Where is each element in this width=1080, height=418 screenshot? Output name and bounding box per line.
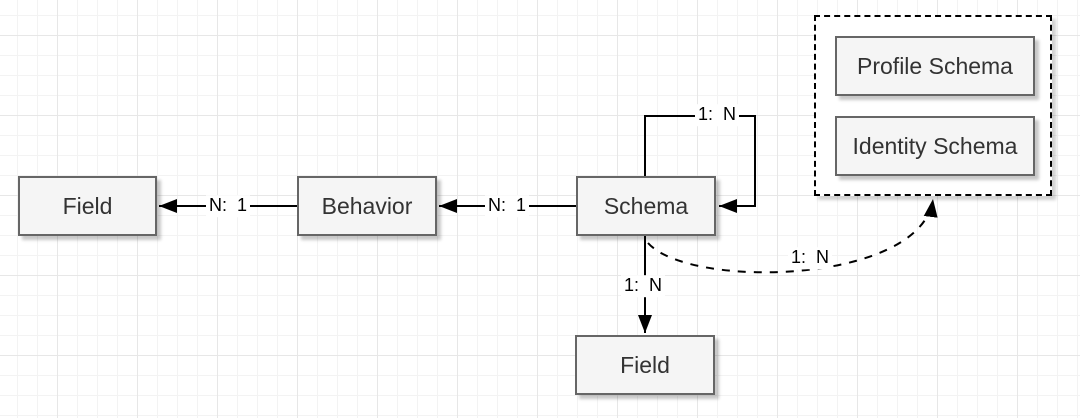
node-behavior[interactable]: Behavior — [297, 176, 437, 236]
node-field-bottom[interactable]: Field — [575, 335, 715, 395]
edge-label-schema-self-loop[interactable]: 1: N — [694, 104, 740, 126]
edge-label-schema-to-schema-group[interactable]: 1: N — [787, 247, 833, 269]
node-behavior-label: Behavior — [321, 192, 413, 219]
schema-group-container[interactable]: Profile Schema Identity Schema — [814, 15, 1052, 196]
node-profile-schema-label: Profile Schema — [857, 52, 1013, 79]
edge-label-schema-to-behavior[interactable]: N: 1 — [484, 195, 530, 217]
node-schema-label: Schema — [603, 192, 689, 219]
node-field-left-label: Field — [62, 192, 113, 219]
edge-schema-self-loop[interactable] — [644, 115, 756, 213]
node-schema[interactable]: Schema — [576, 176, 716, 236]
edge-label-schema-to-field-bottom[interactable]: 1: N — [620, 275, 666, 297]
node-profile-schema[interactable]: Profile Schema — [835, 36, 1035, 96]
node-identity-schema-label: Identity Schema — [852, 132, 1018, 159]
node-field-bottom-label: Field — [620, 351, 670, 378]
edge-schema-to-schema-group[interactable] — [647, 198, 938, 274]
edge-label-behavior-to-field-left[interactable]: N: 1 — [205, 195, 251, 217]
node-identity-schema[interactable]: Identity Schema — [835, 116, 1035, 176]
node-field-left[interactable]: Field — [18, 176, 157, 236]
